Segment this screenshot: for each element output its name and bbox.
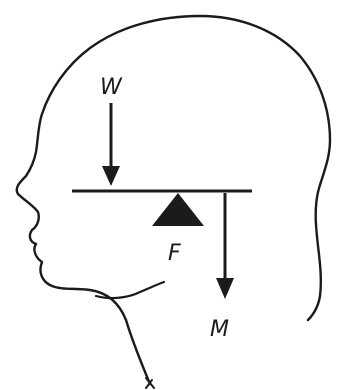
muscle-label: M [210, 317, 229, 342]
neck-end-mark [146, 378, 154, 388]
weight-arrowhead [102, 166, 120, 186]
muscle-arrowhead [216, 278, 234, 299]
weight-label: W [100, 75, 123, 100]
fulcrum-label: F [168, 241, 181, 266]
fulcrum-triangle [152, 193, 204, 226]
